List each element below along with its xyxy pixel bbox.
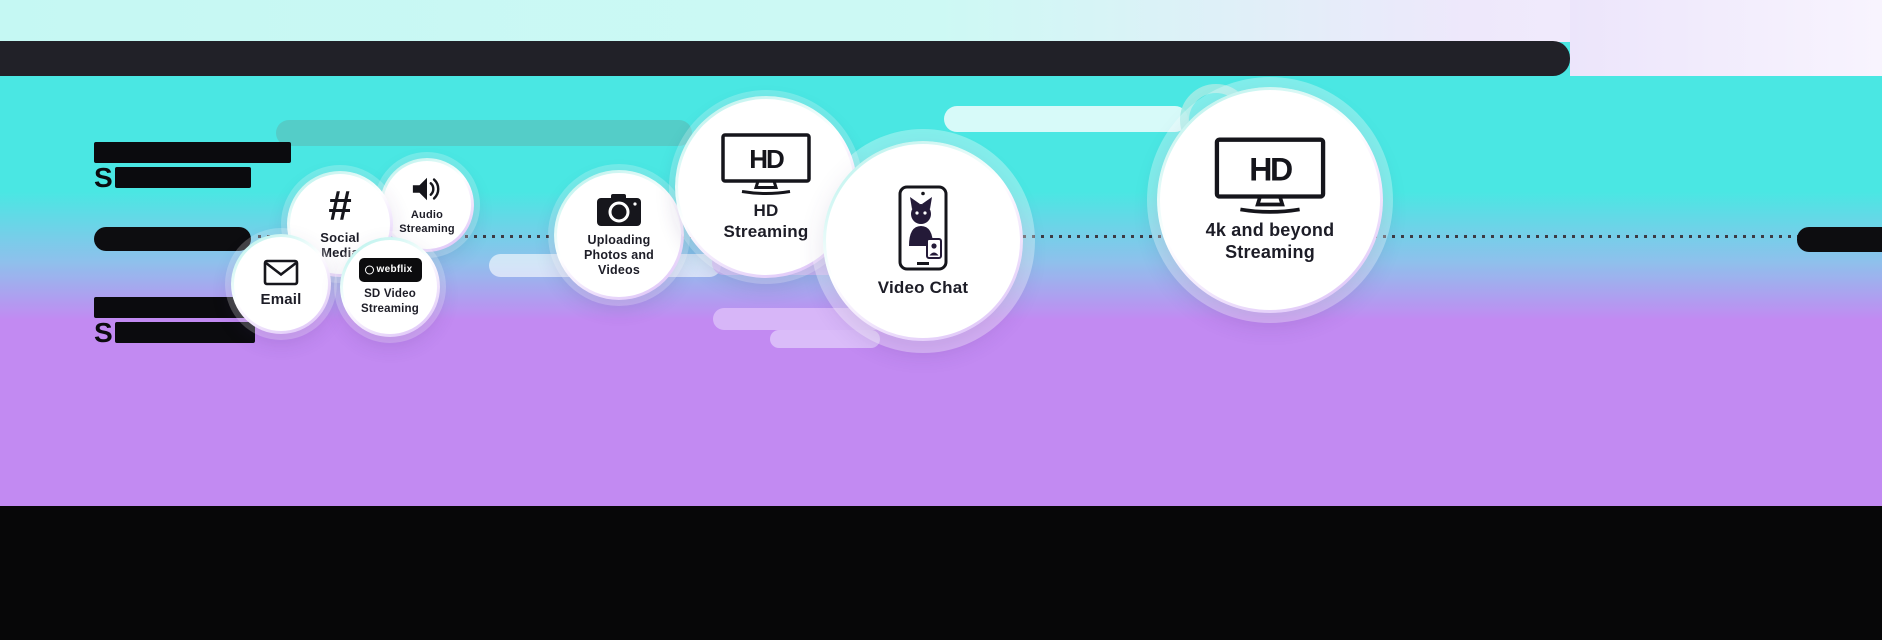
decorative-pill [276,120,692,146]
bubble-uploading-photos-and-videos: Uploading Photos and Videos [554,170,684,300]
bubble-label: HD Streaming [723,200,809,241]
bubble-label: Email [260,290,302,308]
bubble-label: Uploading Photos and Videos [583,232,655,278]
envelope-icon [263,259,299,286]
phone-cat-icon [898,185,948,271]
heading-letter: S [94,317,113,348]
tv-4k-icon: HD [1214,137,1326,214]
redacted-text-bar [114,167,251,188]
redacted-label-pill [1797,227,1882,252]
bubble-label: SD Video Streaming [360,288,420,315]
bubble-hd-streaming: HD HD Streaming [675,96,857,278]
top-right-light-block [1570,0,1882,76]
webflix-play-icon [364,265,374,275]
heading-letter: S [94,162,113,193]
bubble-4k-and-beyond-streaming: HD 4k and beyond Streaming [1157,87,1383,313]
hashtag-icon: # [328,181,352,229]
bubble-email: Email [231,234,331,334]
decorative-pill [713,308,885,330]
bottom-black-bar [0,506,1882,640]
bubble-label: 4k and beyond Streaming [1205,220,1335,262]
redacted-heading-upper: S [94,142,291,193]
top-light-strip [0,0,1882,42]
bubble-video-chat: Video Chat [823,141,1023,341]
decorative-pill [770,330,880,348]
bubble-label: Video Chat [877,278,969,298]
dotted-divider-line [258,235,1803,238]
tv-hd-text: HD [749,144,784,174]
bubble-audio-streaming: Audio Streaming [380,158,474,252]
decorative-pill [944,106,1188,132]
redacted-text-bar [94,142,291,163]
webflix-badge: webflix [358,258,422,283]
tv-hd-text: HD [1249,151,1292,187]
camera-icon [597,193,641,226]
bubble-label: Audio Streaming [399,209,455,235]
top-dark-bar [0,41,1570,76]
redacted-text-bar [114,322,255,343]
webflix-badge-text: webflix [376,264,413,276]
tv-hd-icon: HD [721,133,811,195]
speaker-icon [412,177,440,201]
bubble-sd-video-streaming: webflix SD Video Streaming [340,237,440,337]
redacted-label-pill [94,227,251,251]
